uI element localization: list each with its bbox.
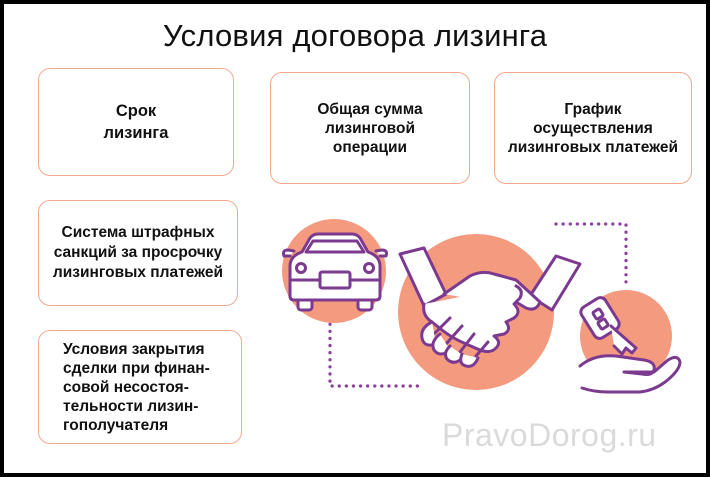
card-lease-term: Срок лизинга — [38, 68, 234, 176]
card-penalty-system: Система штрафных санкций за просрочку ли… — [38, 200, 238, 306]
infographic: Условия договора лизинга Срок лизинга Об… — [4, 4, 706, 473]
card-payment-schedule: График осуществления лизинговых платежей — [494, 72, 692, 184]
card-total-amount: Общая сумма лизинговой операции — [270, 72, 470, 184]
handshake-icon — [398, 234, 582, 390]
page-title: Условия договора лизинга — [162, 18, 548, 53]
card-closing-conditions: Условия закрытия сделки при финан- совой… — [38, 330, 242, 444]
car-icon — [282, 219, 388, 323]
dotted-connector — [328, 222, 628, 388]
open-hand-icon — [578, 354, 682, 394]
watermark: PravoDorog.ru — [442, 417, 657, 453]
illustration — [282, 219, 682, 394]
